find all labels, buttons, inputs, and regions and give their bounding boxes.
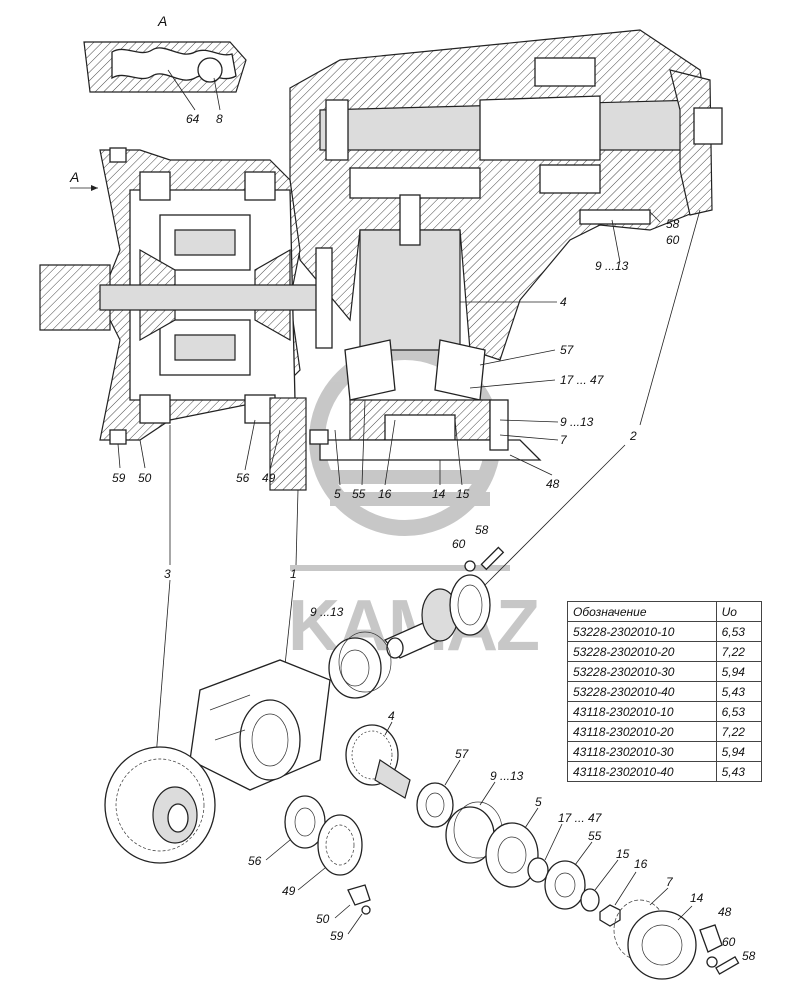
- callout-4-section: 4: [560, 295, 567, 309]
- callout-64: 64: [186, 112, 200, 126]
- ratio-cell: 6,53: [715, 621, 763, 642]
- callout-58-top: 58: [666, 217, 680, 231]
- callout-50-section: 50: [138, 471, 152, 485]
- callout-7-section: 7: [560, 433, 568, 447]
- callout-55-exploded: 55: [588, 829, 602, 843]
- designation-cell: 43118-2302010-40: [567, 761, 717, 782]
- callout-57-exploded: 57: [455, 747, 470, 761]
- callout-60-top: 60: [666, 233, 680, 247]
- callout-17-47-section: 17 ... 47: [560, 373, 605, 387]
- callout-16-exploded: 16: [634, 857, 648, 871]
- view-a-label: A: [157, 13, 167, 29]
- callout-56-section: 56: [236, 471, 250, 485]
- callout-59-exploded: 59: [330, 929, 344, 943]
- callout-9-13-section: 9 ...13: [560, 415, 594, 429]
- callout-58-exploded-bottom: 58: [742, 949, 756, 963]
- callout-5-exploded: 5: [535, 795, 542, 809]
- callout-48-exploded: 48: [718, 905, 732, 919]
- callout-59-section: 59: [112, 471, 126, 485]
- callout-14-section: 14: [432, 487, 446, 501]
- callout-3: 3: [164, 567, 171, 581]
- callout-2: 2: [629, 429, 637, 443]
- callout-17-47-exploded: 17 ... 47: [558, 811, 603, 825]
- callout-57-section: 57: [560, 343, 575, 357]
- designation-cell: 53228-2302010-20: [567, 641, 717, 662]
- callout-55-section: 55: [352, 487, 366, 501]
- callout-5-section: 5: [334, 487, 341, 501]
- designation-cell: 53228-2302010-10: [567, 621, 717, 642]
- callout-60-exploded-top: 60: [452, 537, 466, 551]
- callout-7-exploded: 7: [666, 875, 674, 889]
- table-header-row: Обозначение Uo: [567, 601, 763, 622]
- callout-15-exploded: 15: [616, 847, 630, 861]
- callout-58-exploded-top: 58: [475, 523, 489, 537]
- callout-9-13-exploded-lower: 9 ...13: [490, 769, 524, 783]
- callout-9-13-exploded-upper: 9 ...13: [310, 605, 344, 619]
- ratio-cell: 5,94: [715, 741, 763, 762]
- ratio-cell: 6,53: [715, 701, 763, 722]
- table-header-ratio: Uo: [715, 601, 763, 622]
- table-header-designation: Обозначение: [567, 601, 717, 622]
- callout-1: 1: [290, 567, 297, 581]
- callout-16-section: 16: [378, 487, 392, 501]
- designation-cell: 43118-2302010-20: [567, 721, 717, 742]
- exploded-view: 58 60 9 ...13 4 57: [104, 523, 756, 980]
- designation-cell: 43118-2302010-10: [567, 701, 717, 722]
- callout-48-section: 48: [546, 477, 560, 491]
- callout-14-exploded: 14: [690, 891, 704, 905]
- view-a-inset: A 64 8: [83, 13, 247, 126]
- section-view: A: [39, 29, 723, 771]
- callout-15-section: 15: [456, 487, 470, 501]
- callout-4-exploded: 4: [388, 709, 395, 723]
- kamaz-watermark: KAMAZ: [288, 344, 540, 666]
- ratio-cell: 5,43: [715, 761, 763, 782]
- callout-8: 8: [216, 112, 223, 126]
- callout-56-exploded: 56: [248, 854, 262, 868]
- ratio-cell: 5,43: [715, 681, 763, 702]
- watermark-text: KAMAZ: [288, 586, 538, 666]
- ratio-cell: 7,22: [715, 641, 763, 662]
- designation-cell: 53228-2302010-30: [567, 661, 717, 682]
- ratio-cell: 7,22: [715, 721, 763, 742]
- callout-49-section: 49: [262, 471, 276, 485]
- callout-9-13-top: 9 ...13: [595, 259, 629, 273]
- designation-cell: 43118-2302010-30: [567, 741, 717, 762]
- callout-49-exploded: 49: [282, 884, 296, 898]
- ratio-cell: 5,94: [715, 661, 763, 682]
- view-a-arrow-label: A: [69, 169, 79, 185]
- callout-50-exploded: 50: [316, 912, 330, 926]
- callout-60-exploded-bottom: 60: [722, 935, 736, 949]
- designation-cell: 53228-2302010-40: [567, 681, 717, 702]
